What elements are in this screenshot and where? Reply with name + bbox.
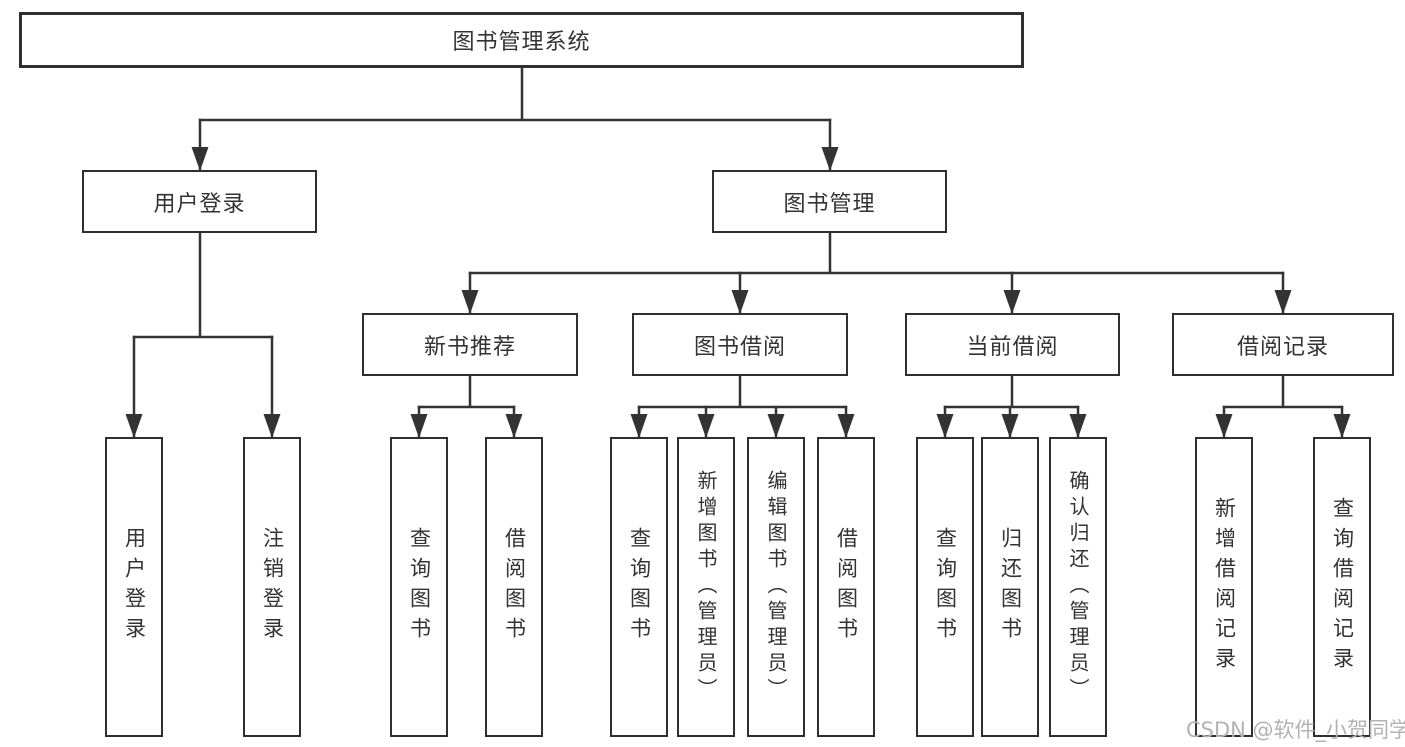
node-root: 图书管理系统 bbox=[19, 12, 1024, 68]
leaf-label: 用户登录 bbox=[122, 527, 147, 647]
leaf-label: 查询图书 bbox=[627, 527, 652, 647]
leaf-return-book: 归还图书 bbox=[981, 437, 1039, 737]
leaf-query-books-recommend: 查询图书 bbox=[390, 437, 448, 737]
leaf-add-book-admin: 新增图书（管理员） bbox=[677, 437, 735, 737]
node-book-management: 图书管理 bbox=[712, 170, 947, 233]
leaf-label: 编辑图书（管理员） bbox=[764, 470, 788, 704]
node-user-login: 用户登录 bbox=[82, 170, 317, 233]
leaf-label: 借阅图书 bbox=[502, 527, 527, 647]
leaf-query-books-current: 查询图书 bbox=[916, 437, 974, 737]
leaf-confirm-return-admin: 确认归还（管理员） bbox=[1049, 437, 1107, 737]
csdn-watermark: CSDN @软件_小贺同学 bbox=[1186, 718, 1405, 742]
node-book-borrow: 图书借阅 bbox=[632, 313, 848, 376]
leaf-borrow-books-recommend: 借阅图书 bbox=[485, 437, 543, 737]
leaf-label: 新增图书（管理员） bbox=[694, 470, 718, 704]
node-current-borrow: 当前借阅 bbox=[905, 313, 1120, 376]
leaf-user-login: 用户登录 bbox=[105, 437, 163, 737]
node-new-book-recommend: 新书推荐 bbox=[362, 313, 578, 376]
leaf-borrow-books: 借阅图书 bbox=[817, 437, 875, 737]
node-borrow-records: 借阅记录 bbox=[1172, 313, 1394, 376]
leaf-add-borrow-record: 新增借阅记录 bbox=[1195, 437, 1253, 737]
leaf-label: 借阅图书 bbox=[834, 527, 859, 647]
leaf-logout: 注销登录 bbox=[243, 437, 301, 737]
leaf-label: 查询借阅记录 bbox=[1330, 497, 1355, 677]
leaf-label: 归还图书 bbox=[998, 527, 1023, 647]
leaf-label: 注销登录 bbox=[260, 527, 285, 647]
leaf-label: 确认归还（管理员） bbox=[1066, 470, 1090, 704]
leaf-label: 新增借阅记录 bbox=[1212, 497, 1237, 677]
leaf-label: 查询图书 bbox=[933, 527, 958, 647]
leaf-label: 查询图书 bbox=[407, 527, 432, 647]
leaf-query-borrow-record: 查询借阅记录 bbox=[1313, 437, 1371, 737]
leaf-query-books-borrow: 查询图书 bbox=[610, 437, 668, 737]
leaf-edit-book-admin: 编辑图书（管理员） bbox=[747, 437, 805, 737]
